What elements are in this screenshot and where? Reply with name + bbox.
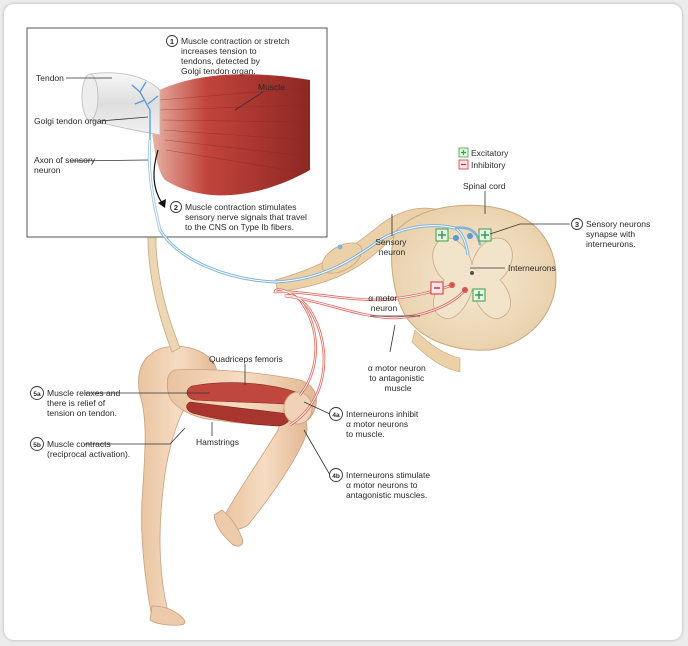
svg-text:1: 1 — [170, 37, 174, 46]
label-alpha-motor-antagonistic: α motor neuron to antagonistic muscle — [368, 363, 428, 393]
step-4a-text: Interneurons inhibit α motor neurons to … — [346, 409, 421, 439]
legend-inhibitory: Inhibitory — [471, 160, 506, 170]
step-2-text: Muscle contraction stimulates sensory ne… — [185, 202, 309, 232]
step-2-badge: 2 — [170, 201, 182, 213]
golgi-organ-illustration — [131, 81, 159, 140]
step-4b-badge: 4b — [329, 468, 343, 482]
label-spinal-cord: Spinal cord — [463, 181, 506, 191]
step-5a-badge: 5a — [30, 386, 44, 400]
label-axon-sensory-neuron: Axon of sensory neuron — [34, 155, 97, 175]
spinal-cord-section — [391, 204, 557, 373]
step-3-badge: 3 — [571, 218, 583, 230]
step-5b-badge: 5b — [30, 437, 44, 451]
signal-arrow — [153, 149, 163, 204]
step-1-badge: 1 — [166, 35, 178, 47]
label-alpha-motor-neuron: α motor neuron — [368, 293, 399, 313]
human-body-illustration — [138, 345, 317, 626]
excitatory-marker-3 — [472, 288, 486, 302]
svg-text:5b: 5b — [33, 442, 41, 449]
label-sensory-neuron: Sensory neuron — [375, 237, 409, 257]
svg-text:4b: 4b — [332, 473, 340, 480]
svg-text:4a: 4a — [332, 412, 340, 419]
legend: Excitatory Inhibitory — [458, 147, 509, 170]
inhibitory-marker — [430, 281, 444, 295]
label-muscle: Muscle — [258, 82, 285, 92]
svg-text:5a: 5a — [33, 391, 41, 398]
step-4a-badge: 4a — [329, 407, 343, 421]
leader-lines — [66, 77, 570, 476]
step-3-text: Sensory neurons synapse with interneuron… — [586, 219, 653, 249]
label-hamstrings: Hamstrings — [196, 437, 239, 447]
legend-excitatory: Excitatory — [471, 148, 509, 158]
label-interneurons: Interneurons — [508, 263, 556, 273]
label-golgi-tendon-organ: Golgi tendon organ — [34, 116, 107, 126]
excitatory-marker-1 — [435, 228, 449, 242]
label-quadriceps: Quadriceps femoris — [209, 354, 283, 364]
svg-text:3: 3 — [575, 220, 579, 229]
label-tendon: Tendon — [36, 73, 64, 83]
svg-text:2: 2 — [174, 203, 178, 212]
step-5a-text: Muscle relaxes and there is relief of te… — [47, 388, 123, 418]
excitatory-marker-2 — [478, 228, 492, 242]
step-5b-text: Muscle contracts (reciprocal activation)… — [47, 439, 130, 459]
step-4b-text: Interneurons stimulate α motor neurons t… — [346, 470, 432, 500]
step-1-text: Muscle contraction or stretch increases … — [181, 36, 292, 76]
dorsal-root-ganglion — [321, 242, 363, 274]
